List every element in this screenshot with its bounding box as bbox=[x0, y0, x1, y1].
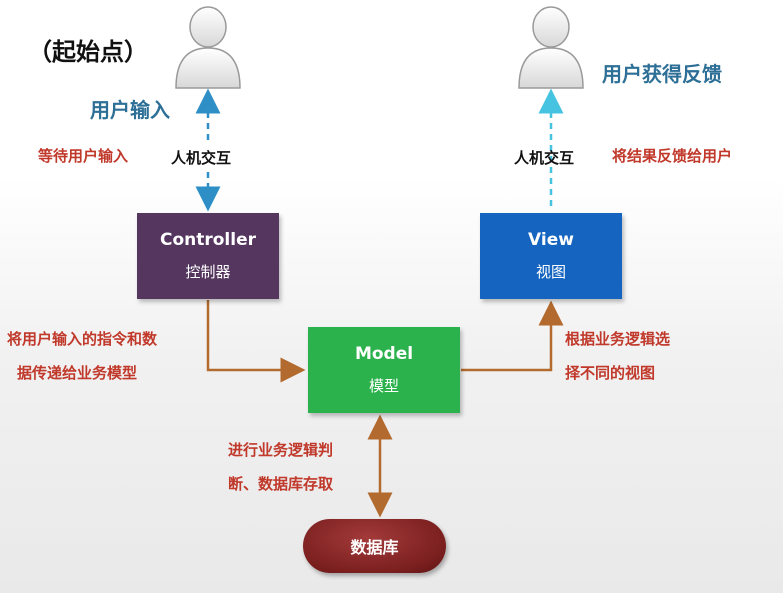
model-to-view-note: 根据业务逻辑选 择不同的视图 bbox=[565, 322, 670, 390]
controller-to-model-note: 将用户输入的指令和数 据传递给业务模型 bbox=[7, 322, 157, 390]
note-line: 将用户输入的指令和数 bbox=[7, 330, 158, 348]
arrow-controller-to-model bbox=[206, 300, 306, 383]
user-feedback-title: 用户获得反馈 bbox=[602, 62, 722, 86]
user-avatar-icon-right bbox=[518, 6, 584, 89]
interaction-label-left: 人机交互 bbox=[171, 149, 232, 167]
note-line: 据传递给业务模型 bbox=[17, 364, 138, 382]
controller-label: Controller bbox=[159, 230, 256, 250]
interaction-label-right: 人机交互 bbox=[514, 149, 575, 167]
user-avatar-icon-left bbox=[175, 6, 241, 89]
view-label-zh: 视图 bbox=[535, 263, 566, 281]
note-line: 断、数据库存取 bbox=[228, 475, 334, 493]
start-label: （起始点） bbox=[28, 38, 148, 66]
view-label: View bbox=[528, 230, 574, 250]
arrow-model-to-view bbox=[461, 300, 564, 372]
model-to-db-note: 进行业务逻辑判 断、数据库存取 bbox=[228, 433, 333, 501]
feedback-note: 将结果反馈给用户 bbox=[612, 147, 733, 165]
database-node: 数据库 bbox=[303, 519, 446, 573]
note-line: 择不同的视图 bbox=[565, 364, 656, 382]
controller-label-zh: 控制器 bbox=[185, 263, 231, 281]
model-label: Model bbox=[354, 344, 414, 364]
controller-box: Controller 控制器 bbox=[137, 213, 279, 299]
wait-input-note: 等待用户输入 bbox=[38, 147, 129, 165]
note-line: 进行业务逻辑判 bbox=[228, 441, 334, 459]
user-input-title: 用户输入 bbox=[90, 98, 170, 122]
view-box: View 视图 bbox=[480, 213, 622, 299]
model-box: Model 模型 bbox=[308, 327, 460, 413]
model-label-zh: 模型 bbox=[368, 377, 399, 395]
note-line: 根据业务逻辑选 bbox=[565, 330, 671, 348]
